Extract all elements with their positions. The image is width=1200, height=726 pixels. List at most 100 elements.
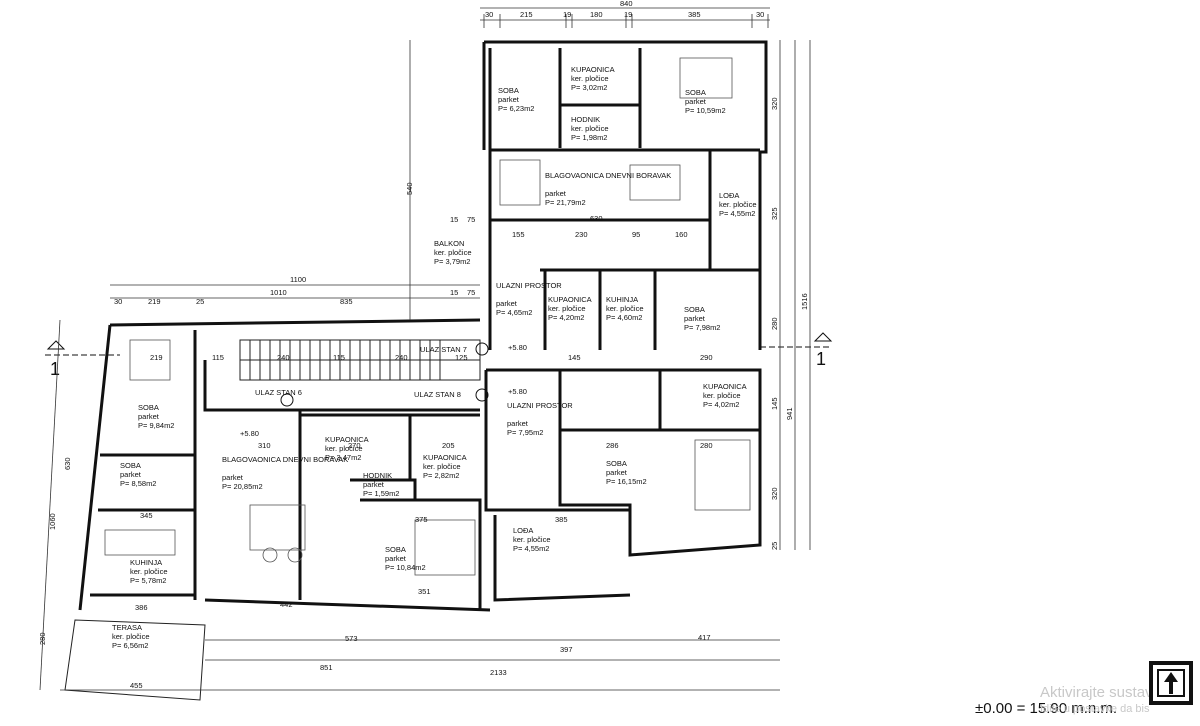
svg-text:P= 9,84m2: P= 9,84m2 <box>138 421 174 430</box>
svg-text:BALKON: BALKON <box>434 239 464 248</box>
entrance-arrow-icon <box>280 393 294 407</box>
dim-320a: 320 <box>770 487 779 500</box>
dim-95: 95 <box>632 230 640 239</box>
dim-540: 540 <box>405 182 414 195</box>
svg-text:SOBA: SOBA <box>120 461 141 470</box>
dim-145v: 145 <box>770 397 779 410</box>
watermark-line-2: Idite u postavke da bis <box>1040 703 1150 715</box>
section-label-left: 1 <box>50 359 60 379</box>
dim-941: 941 <box>785 407 794 420</box>
svg-text:KUPAONICA: KUPAONICA <box>703 382 747 391</box>
svg-text:P= 3,79m2: P= 3,79m2 <box>434 257 470 266</box>
svg-text:KUPAONICA: KUPAONICA <box>325 435 369 444</box>
level-mark: +5.80 <box>240 429 259 438</box>
activation-watermark: Aktivirajte sustav Idite u postavke da b… <box>1040 684 1153 715</box>
dim-2133: 2133 <box>490 668 507 677</box>
room-labels: SOBA parket P= 6,23m2 KUPAONICA ker. plo… <box>112 65 757 650</box>
room-label: KUHINJA ker. pločice P= 4,60m2 <box>606 295 644 322</box>
dim-219: 219 <box>148 297 161 306</box>
dim-280l: 280 <box>38 632 47 645</box>
svg-text:ker. pločice: ker. pločice <box>423 462 461 471</box>
svg-text:LOĐA: LOĐA <box>719 191 739 200</box>
svg-text:TERASA: TERASA <box>112 623 142 632</box>
svg-text:parket: parket <box>685 97 707 106</box>
room-label: LOĐA ker. pločice P= 4,55m2 <box>513 526 551 553</box>
dim-375: 375 <box>415 515 428 524</box>
svg-text:parket: parket <box>498 95 520 104</box>
room-label: BLAGOVAONICA DNEVNI BORAVAK parket P= 20… <box>222 455 348 491</box>
svg-text:P= 4,65m2: P= 4,65m2 <box>496 308 532 317</box>
svg-text:KUHINJA: KUHINJA <box>606 295 638 304</box>
vertical-dimensions: 540 1516 941 320 325 280 145 320 25 1060… <box>38 40 811 691</box>
room-label: SOBA parket P= 6,23m2 <box>498 86 534 113</box>
svg-text:P= 4,55m2: P= 4,55m2 <box>719 209 755 218</box>
svg-text:ker. pločice: ker. pločice <box>112 632 150 641</box>
dim-455: 455 <box>130 681 143 690</box>
svg-text:BLAGOVAONICA DNEVNI BORAVAK: BLAGOVAONICA DNEVNI BORAVAK <box>222 455 348 464</box>
dim-top-total: 840 <box>620 0 633 8</box>
room-label: BLAGOVAONICA DNEVNI BORAVAK parket P= 21… <box>545 171 671 207</box>
svg-text:P= 6,23m2: P= 6,23m2 <box>498 104 534 113</box>
dim-top-1: 30 <box>485 10 493 19</box>
dim-230: 230 <box>575 230 588 239</box>
room-label: KUPAONICA ker. pločice P= 4,20m2 <box>548 295 592 322</box>
dim-851: 851 <box>320 663 333 672</box>
lower-right-unit-walls <box>484 368 762 602</box>
level-mark: +5.80 <box>508 387 527 396</box>
svg-text:ker. pločice: ker. pločice <box>130 567 168 576</box>
room-label: SOBA parket P= 16,15m2 <box>606 459 647 486</box>
dim-397: 397 <box>560 645 573 654</box>
dim-290: 290 <box>700 353 713 362</box>
room-label: SOBA parket P= 10,59m2 <box>685 88 726 115</box>
dim-351: 351 <box>418 587 431 596</box>
svg-text:P= 7,98m2: P= 7,98m2 <box>684 323 720 332</box>
svg-text:P= 8,58m2: P= 8,58m2 <box>120 479 156 488</box>
room-label: HODNIK parket P= 1,59m2 <box>363 471 399 498</box>
svg-text:P= 20,85m2: P= 20,85m2 <box>222 482 263 491</box>
level-mark: +5.80 <box>508 343 527 352</box>
svg-text:P= 7,95m2: P= 7,95m2 <box>507 428 543 437</box>
dim-115a: 115 <box>212 353 224 362</box>
room-label: BALKON ker. pločice P= 3,79m2 <box>434 239 472 266</box>
dim-386: 386 <box>135 603 148 612</box>
dim-155: 155 <box>512 230 525 239</box>
svg-text:ker. pločice: ker. pločice <box>548 304 586 313</box>
svg-text:SOBA: SOBA <box>684 305 705 314</box>
dim-125: 125 <box>455 353 468 362</box>
dim-1100: 1100 <box>290 275 306 284</box>
dim-75b: 75 <box>467 215 475 224</box>
svg-text:HODNIK: HODNIK <box>363 471 392 480</box>
section-line: 1 1 <box>45 332 833 379</box>
dim-573: 573 <box>345 634 358 643</box>
svg-text:P= 4,20m2: P= 4,20m2 <box>548 313 584 322</box>
elevation-note: ±0.00 = 15.90 m.n.m. <box>975 700 1118 717</box>
svg-text:P= 1,59m2: P= 1,59m2 <box>363 489 399 498</box>
north-arrow-icon <box>1149 661 1193 705</box>
svg-text:P= 4,02m2: P= 4,02m2 <box>703 400 739 409</box>
svg-text:KUHINJA: KUHINJA <box>130 558 162 567</box>
dim-15a: 15 <box>450 288 458 297</box>
room-label: SOBA parket P= 9,84m2 <box>138 403 174 430</box>
dim-280: 280 <box>700 441 713 450</box>
dim-top-7: 30 <box>756 10 764 19</box>
svg-text:P= 1,98m2: P= 1,98m2 <box>571 133 607 142</box>
dim-385: 385 <box>555 515 568 524</box>
svg-text:parket: parket <box>684 314 706 323</box>
entrance-label: ULAZ STAN 8 <box>414 390 461 399</box>
svg-text:parket: parket <box>385 554 407 563</box>
svg-text:LOĐA: LOĐA <box>513 526 533 535</box>
room-label: SOBA parket P= 7,98m2 <box>684 305 720 332</box>
svg-text:parket: parket <box>507 419 529 428</box>
dim-top-3: 19 <box>563 10 571 19</box>
room-label: ULAZNI PROSTOR parket P= 7,95m2 <box>507 401 573 437</box>
svg-text:parket: parket <box>545 189 567 198</box>
entrance-arrow-icon <box>475 342 489 356</box>
svg-text:parket: parket <box>363 480 385 489</box>
dim-417: 417 <box>698 633 711 642</box>
dim-25v: 25 <box>770 542 779 550</box>
svg-text:P= 10,59m2: P= 10,59m2 <box>685 106 726 115</box>
svg-text:P= 5,78m2: P= 5,78m2 <box>130 576 166 585</box>
svg-text:P= 3,47m2: P= 3,47m2 <box>325 453 361 462</box>
dim-320b: 320 <box>770 97 779 110</box>
